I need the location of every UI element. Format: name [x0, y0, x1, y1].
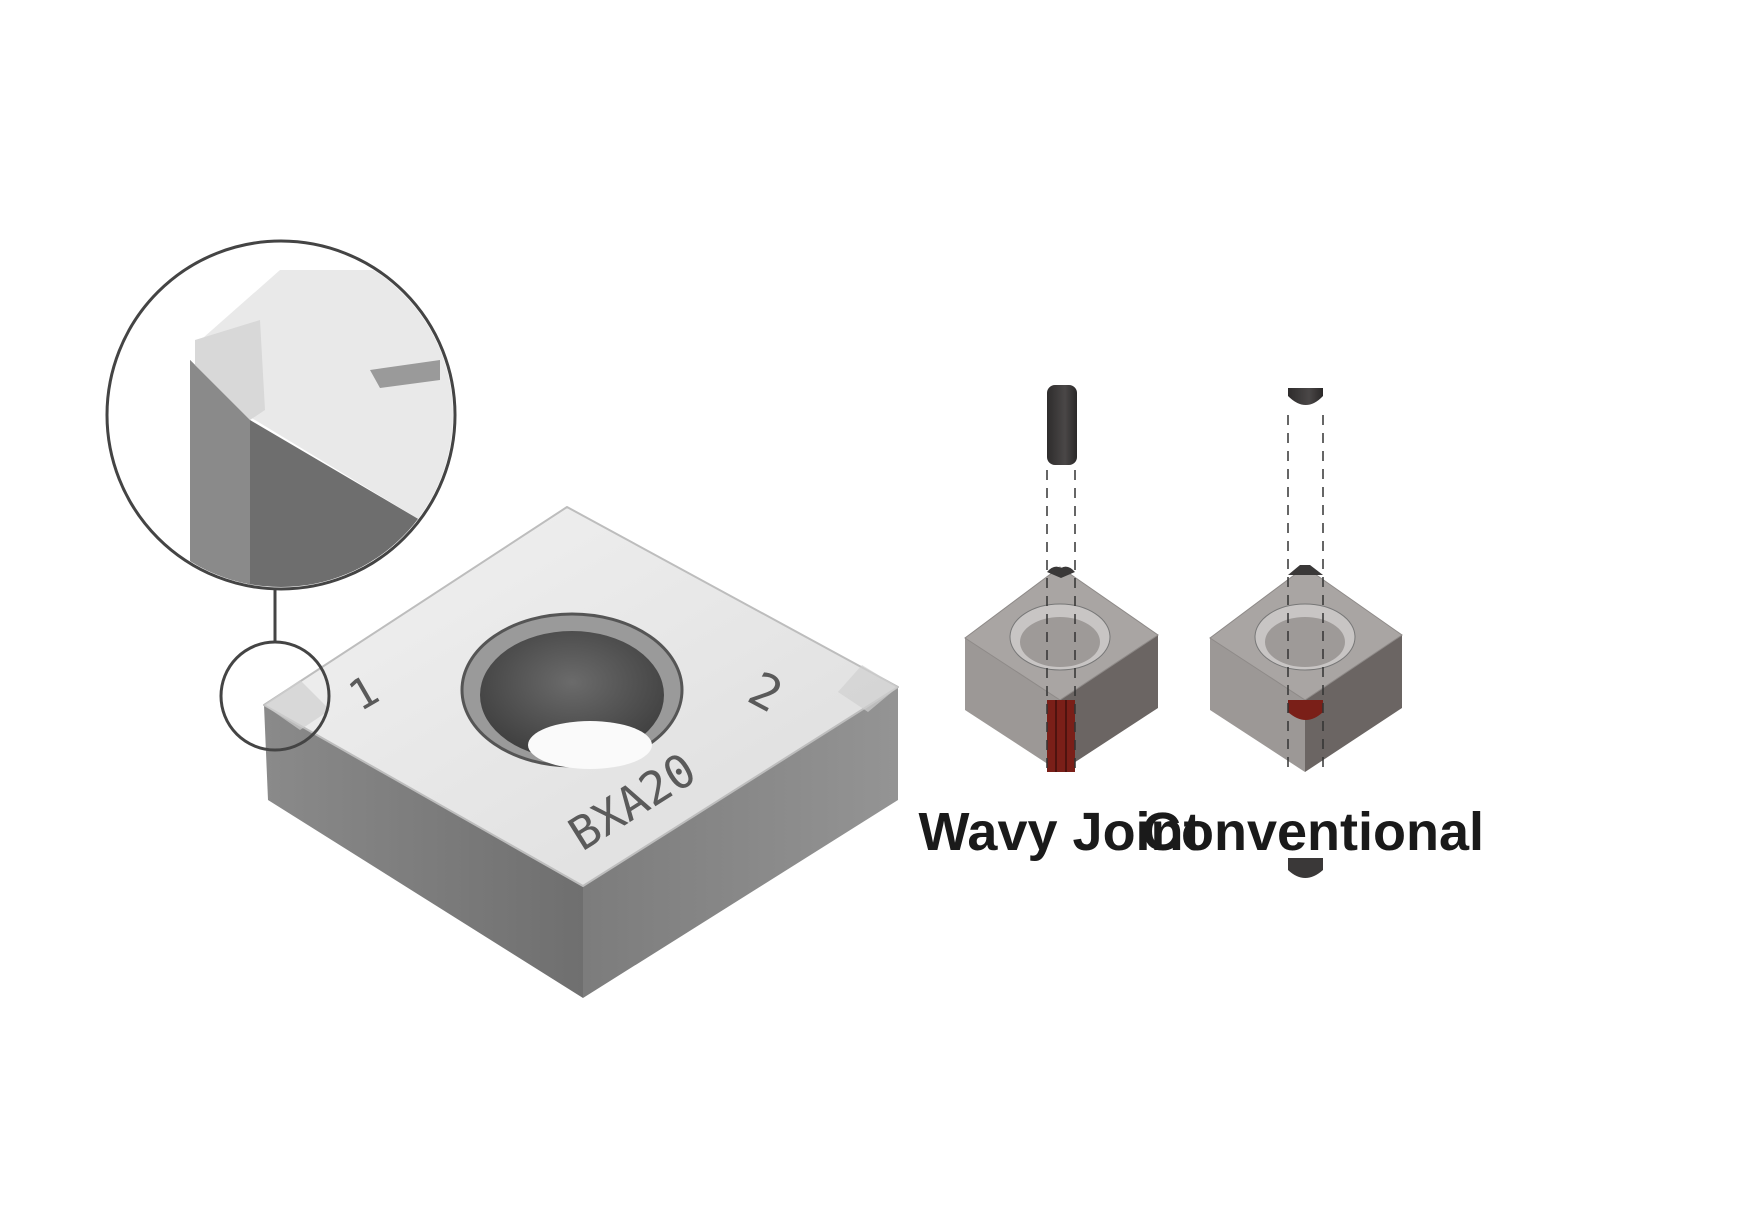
cbn-corner-right — [838, 665, 898, 712]
magnifier-detail — [105, 239, 457, 752]
magnifier-target-circle — [219, 640, 331, 752]
main-insert: 1 2 BXA20 — [263, 506, 899, 998]
conventional-cbn-tip — [1288, 388, 1323, 405]
magnifier-circle — [105, 239, 457, 591]
wavy-cbn-rod — [1047, 385, 1077, 465]
wavy-joint-diagram: Wavy Joint — [918, 385, 1202, 862]
conventional-braze — [1288, 700, 1323, 720]
conventional-diagram: Conventional — [1142, 388, 1484, 878]
hole-light — [528, 721, 652, 769]
cbn-corner-left — [264, 680, 330, 730]
wavy-joint-label: Wavy Joint — [918, 802, 1201, 862]
wavy-braze-joint — [1047, 700, 1075, 772]
insert-right-side — [583, 687, 898, 998]
conventional-label: Conventional — [1142, 802, 1484, 862]
conventional-bottom-tip — [1288, 858, 1323, 878]
insert-left-side — [264, 705, 583, 998]
